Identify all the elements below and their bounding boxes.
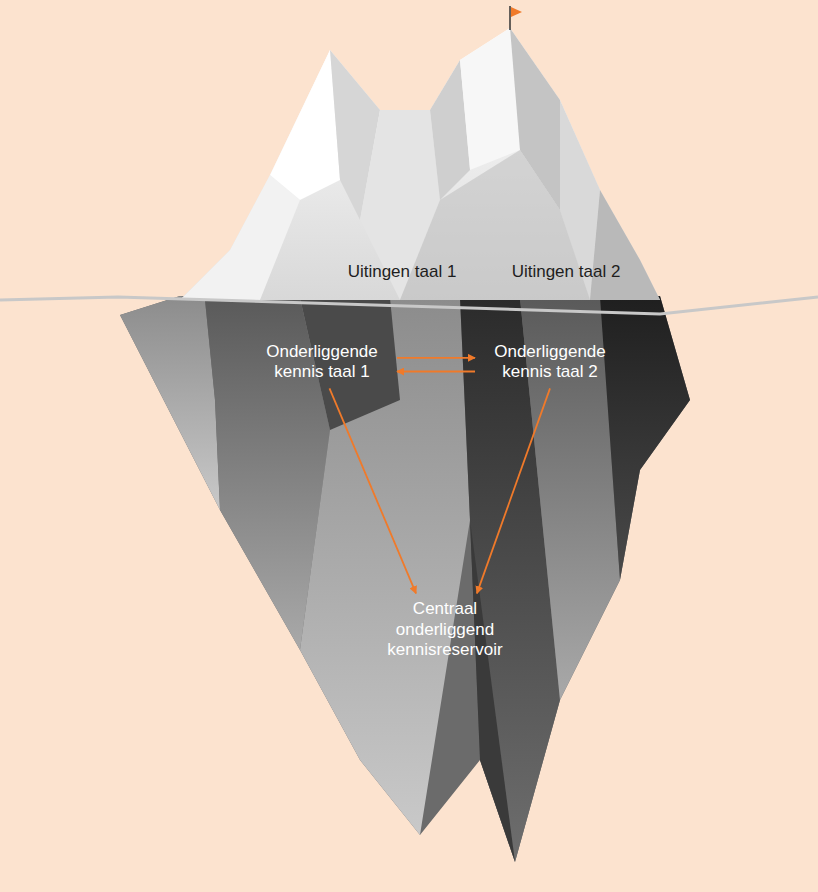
surface-label: Uitingen taal 1 xyxy=(348,262,457,282)
flag xyxy=(510,6,522,30)
node-text: Centraal onderliggend kennisreservoir xyxy=(379,599,512,660)
text-node: Centraal onderliggend kennisreservoir xyxy=(373,593,518,666)
node-text: Onderliggende kennis taal 2 xyxy=(481,342,619,383)
surface-label: Uitingen taal 2 xyxy=(512,262,621,282)
text-node: Onderliggende kennis taal 2 xyxy=(475,336,625,389)
arrow-connector xyxy=(330,388,417,593)
underwater-ice xyxy=(120,296,690,862)
water-line xyxy=(0,297,818,314)
above-water-ice xyxy=(180,28,660,300)
text-node: Onderliggende kennis taal 1 xyxy=(247,336,397,389)
arrow-connector xyxy=(397,371,475,373)
arrow-connector xyxy=(397,357,475,359)
arrow-connector xyxy=(477,388,550,593)
node-text: Onderliggende kennis taal 1 xyxy=(253,342,391,383)
